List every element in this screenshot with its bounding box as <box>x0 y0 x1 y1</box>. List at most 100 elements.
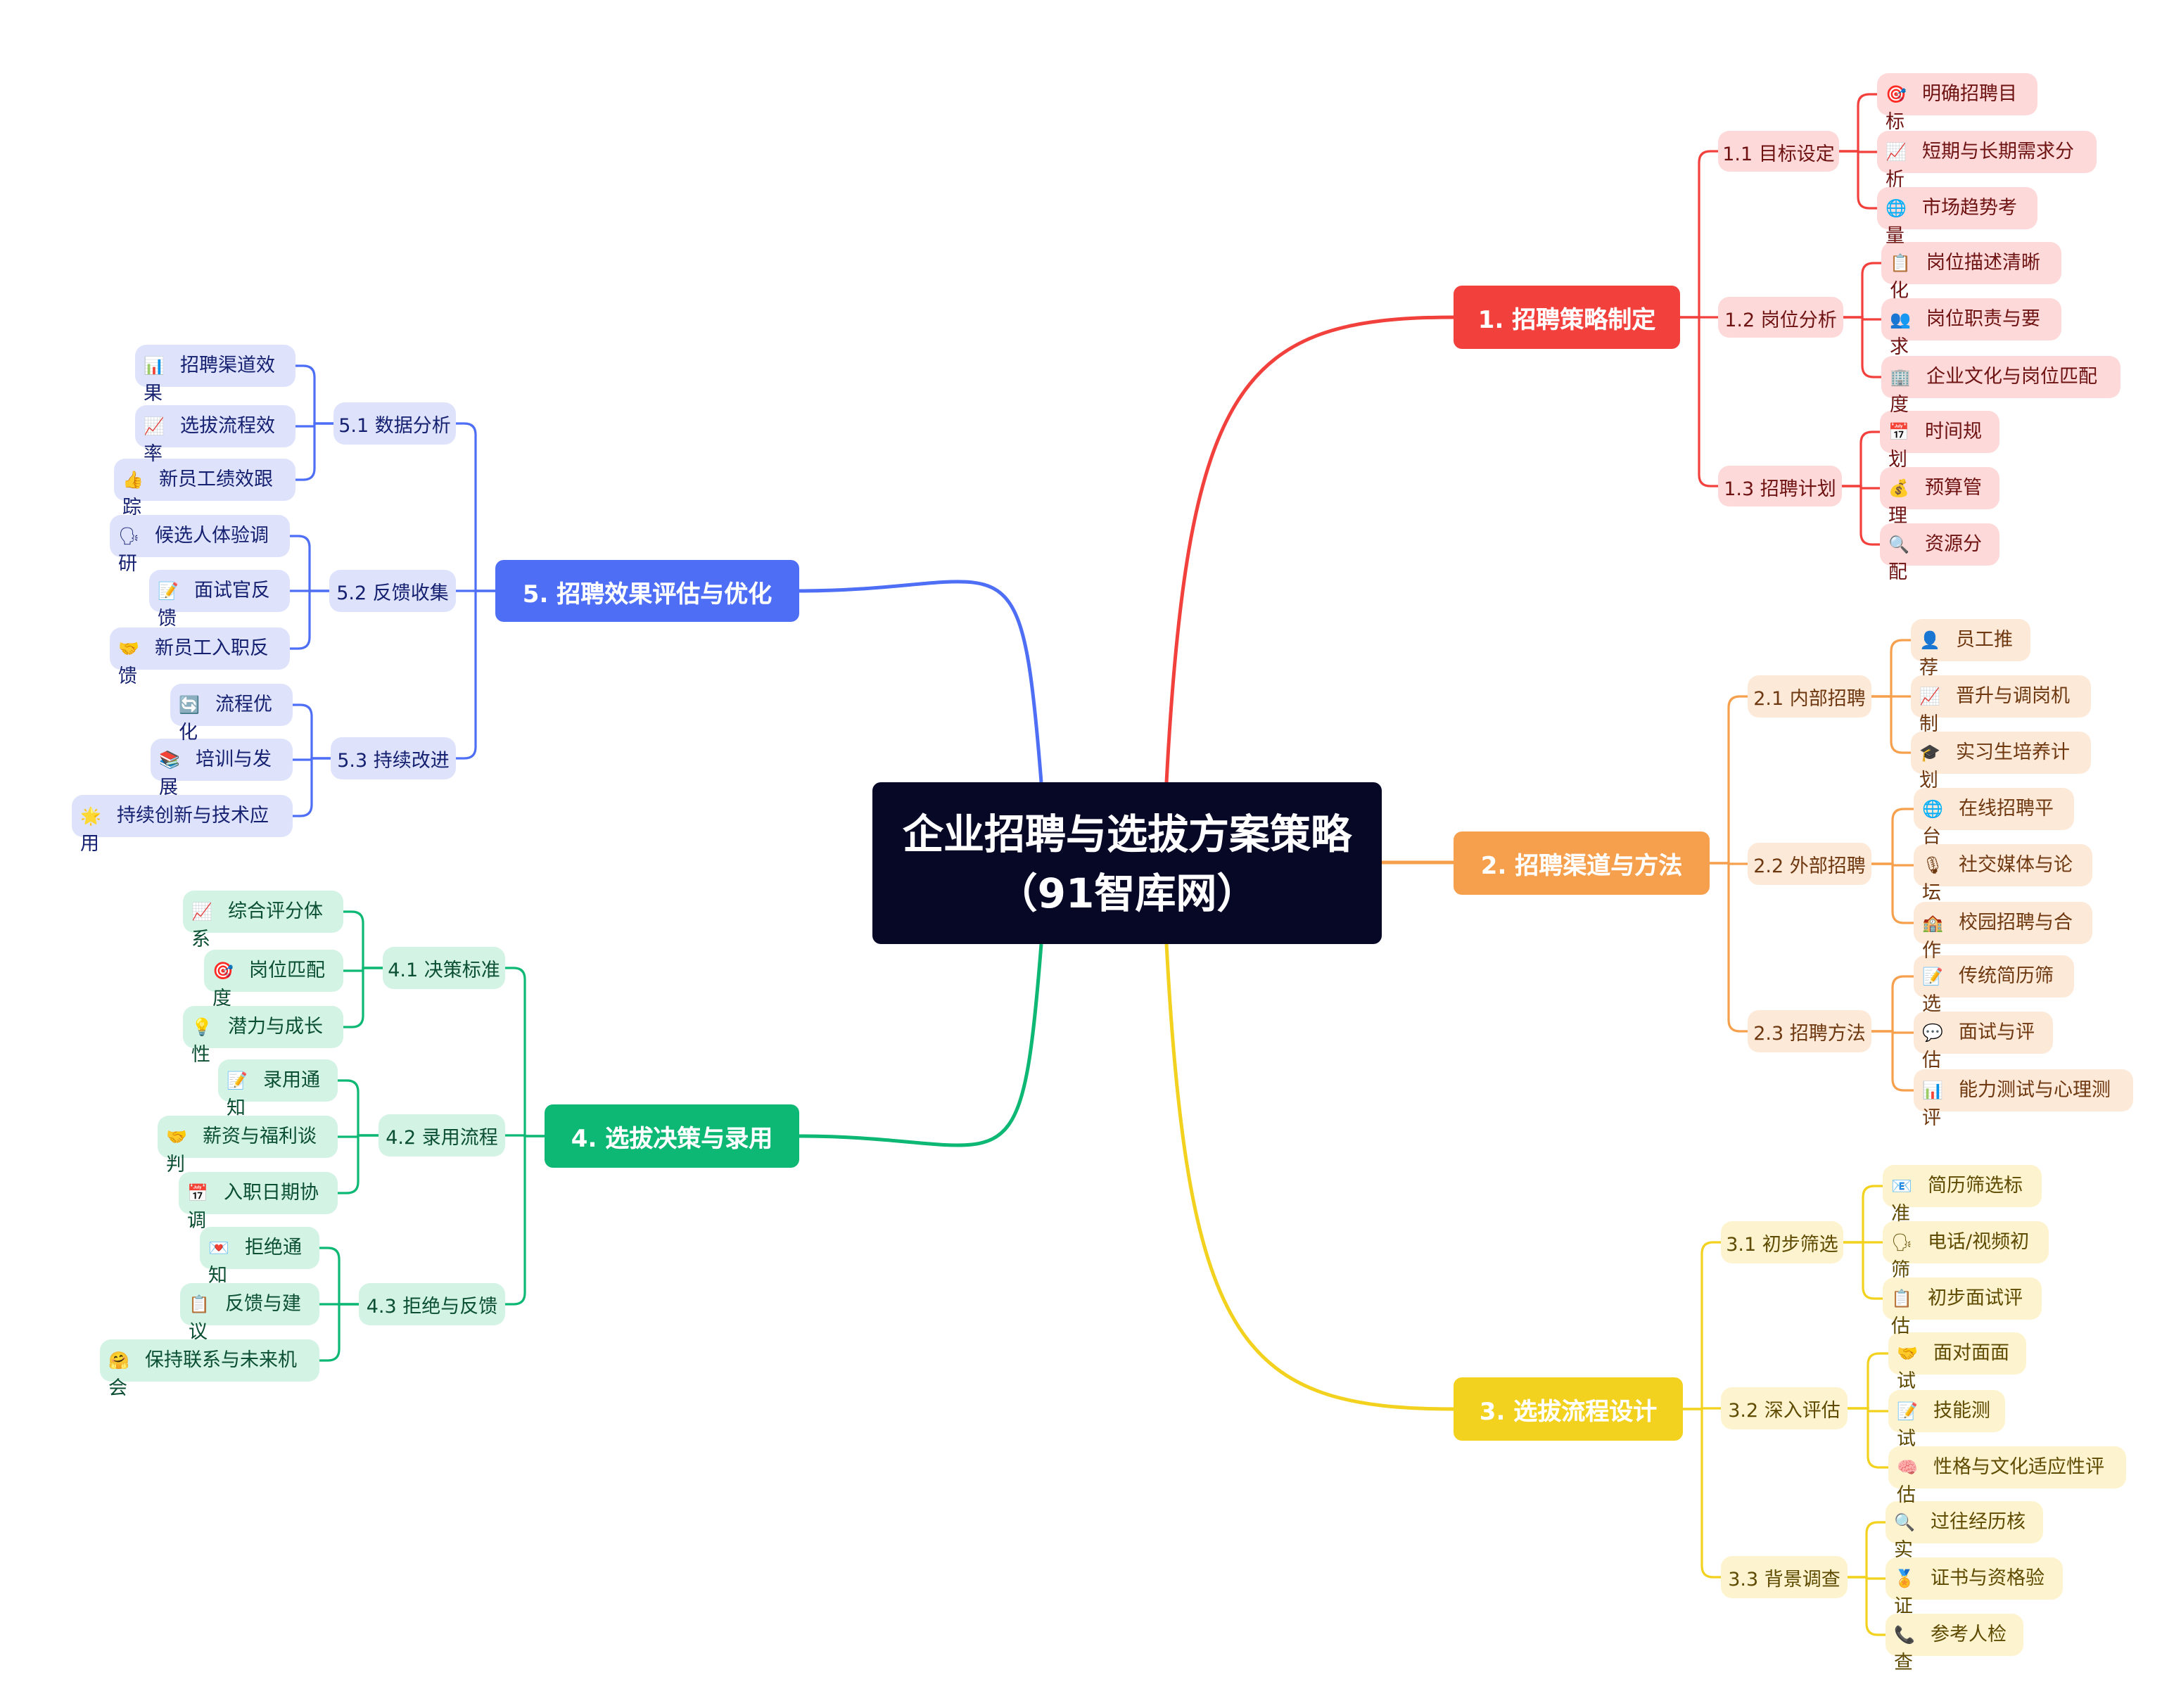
branch-connector <box>1680 316 1718 487</box>
topic-emoji-icon: 📧 <box>1891 1176 1912 1196</box>
leaf-topic[interactable]: 📈短期与长期需求分析 <box>1877 131 2097 191</box>
leaf-topic[interactable]: 🎯明确招聘目标 <box>1877 73 2037 134</box>
leaf-topic[interactable]: 📝技能测试 <box>1888 1390 2005 1451</box>
central-topic[interactable]: 企业招聘与选拔方案策略（91智库网） <box>872 782 1382 944</box>
topic-emoji-icon: 📊 <box>144 356 165 376</box>
subtopic[interactable]: 1.2 岗位分析 <box>1718 297 1843 338</box>
topic-emoji-icon: 📋 <box>1891 1289 1912 1308</box>
leaf-topic[interactable]: 👥岗位职责与要求 <box>1881 298 2061 359</box>
leaf-topic[interactable]: 📅时间规划 <box>1880 411 1999 471</box>
leaf-topic[interactable]: 🔍资源分配 <box>1880 523 1999 584</box>
leaf-topic[interactable]: 🌐在线招聘平台 <box>1914 788 2074 848</box>
leaf-connector <box>1871 1030 1914 1092</box>
leaf-topic[interactable]: 🤝薪资与福利谈判 <box>158 1116 338 1176</box>
subtopic[interactable]: 1.1 目标设定 <box>1718 131 1839 172</box>
leaf-topic[interactable]: 📋反馈与建议 <box>180 1283 319 1344</box>
subtopic[interactable]: 3.2 深入评估 <box>1721 1387 1848 1429</box>
leaf-topic[interactable]: 📈综合评分体系 <box>183 891 343 951</box>
leaf-topic[interactable]: 🏫校园招聘与合作 <box>1914 902 2092 962</box>
leaf-topic[interactable]: 📝面试官反馈 <box>149 570 290 630</box>
branch-connector <box>1683 1408 1721 1579</box>
leaf-topic[interactable]: 🗣候选人体验调研 <box>110 515 290 575</box>
leaf-label: 能力测试与心理测评 <box>1922 1079 2111 1130</box>
leaf-topic[interactable]: 📊招聘渠道效果 <box>135 345 295 405</box>
leaf-label: 明确招聘目标 <box>1886 83 2017 134</box>
leaf-topic[interactable]: 📞参考人检查 <box>1886 1614 2023 1674</box>
leaf-topic[interactable]: 🧠性格与文化适应性评估 <box>1888 1446 2126 1507</box>
subtopic[interactable]: 5.1 数据分析 <box>333 402 456 445</box>
topic-emoji-icon: 🔍 <box>1894 1512 1915 1532</box>
leaf-topic[interactable]: 👍新员工绩效跟踪 <box>114 459 295 519</box>
leaf-connector <box>1843 316 1881 378</box>
leaf-topic[interactable]: 🎯岗位匹配度 <box>204 950 343 1010</box>
branch-topic[interactable]: 1. 招聘策略制定 <box>1454 286 1680 349</box>
leaf-label: 在线招聘平台 <box>1922 798 2054 848</box>
subtopic[interactable]: 4.2 录用流程 <box>379 1114 505 1156</box>
topic-emoji-icon: 🤝 <box>1897 1344 1918 1363</box>
subtopic[interactable]: 2.2 外部招聘 <box>1748 843 1871 885</box>
subtopic[interactable]: 1.3 招聘计划 <box>1718 466 1842 506</box>
leaf-connector <box>295 422 333 481</box>
subtopic[interactable]: 4.3 拒绝与反馈 <box>359 1283 505 1325</box>
leaf-topic[interactable]: 🔄流程优化 <box>170 684 293 744</box>
leaf-label: 简历筛选标准 <box>1891 1175 2023 1225</box>
leaf-topic[interactable]: 🏢企业文化与岗位匹配度 <box>1881 356 2120 416</box>
leaf-topic[interactable]: 🗣电话/视频初筛 <box>1883 1221 2049 1282</box>
leaf-label: 电话/视频初筛 <box>1891 1231 2030 1282</box>
leaf-connector <box>1871 862 1914 924</box>
leaf-topic[interactable]: 🏅证书与资格验证 <box>1886 1557 2063 1618</box>
leaf-topic[interactable]: 📝传统简历筛选 <box>1914 955 2074 1016</box>
leaf-topic[interactable]: 🌟持续创新与技术应用 <box>72 795 293 855</box>
subtopic[interactable]: 3.3 背景调查 <box>1721 1556 1848 1598</box>
leaf-topic[interactable]: 📚培训与发展 <box>151 739 293 799</box>
subtopic[interactable]: 2.1 内部招聘 <box>1748 675 1871 718</box>
branch-topic[interactable]: 5. 招聘效果评估与优化 <box>495 560 799 622</box>
topic-emoji-icon: 🎯 <box>212 961 234 981</box>
subtopic[interactable]: 5.2 反馈收集 <box>329 570 456 612</box>
branch-topic[interactable]: 3. 选拔流程设计 <box>1454 1377 1683 1441</box>
leaf-topic[interactable]: 🔍过往经历核实 <box>1886 1501 2043 1562</box>
leaf-topic[interactable]: 💬面试与评估 <box>1914 1012 2053 1072</box>
subtopic[interactable]: 3.1 初步筛选 <box>1721 1221 1843 1263</box>
leaf-label: 技能测试 <box>1897 1400 1990 1451</box>
leaf-topic[interactable]: 📝录用通知 <box>218 1059 338 1120</box>
leaf-topic[interactable]: 📈晋升与调岗机制 <box>1911 675 2091 736</box>
leaf-topic[interactable]: 🤗保持联系与未来机会 <box>100 1339 319 1400</box>
leaf-connector <box>295 364 333 425</box>
leaf-label: 企业文化与岗位匹配度 <box>1890 366 2097 416</box>
leaf-topic[interactable]: 🌐市场趋势考量 <box>1877 187 2037 248</box>
topic-emoji-icon: 📊 <box>1922 1081 1943 1100</box>
leaf-connector <box>1848 1352 1888 1410</box>
leaf-label: 候选人体验调研 <box>118 525 269 575</box>
leaf-label: 岗位职责与要求 <box>1890 308 2040 359</box>
leaf-connector <box>1848 1521 1886 1579</box>
branch-topic[interactable]: 2. 招聘渠道与方法 <box>1454 831 1710 895</box>
leaf-topic[interactable]: 🎓实习生培养计划 <box>1911 732 2091 792</box>
topic-emoji-icon: 👥 <box>1890 310 1911 329</box>
topic-emoji-icon: 📋 <box>189 1294 210 1314</box>
subtopic[interactable]: 2.3 招聘方法 <box>1748 1010 1871 1052</box>
topic-emoji-icon: 🤝 <box>166 1127 187 1147</box>
subtopic[interactable]: 5.3 持续改进 <box>331 737 456 779</box>
leaf-topic[interactable]: 🎙社交媒体与论坛 <box>1914 844 2092 905</box>
leaf-topic[interactable]: 📧简历筛选标准 <box>1883 1165 2042 1225</box>
subtopic[interactable]: 4.1 决策标准 <box>383 947 505 989</box>
leaf-label: 资源分配 <box>1888 533 1982 584</box>
leaf-label: 入职日期协调 <box>187 1182 319 1232</box>
leaf-topic[interactable]: 💡潜力与成长性 <box>183 1006 343 1066</box>
branch-connector <box>456 589 495 760</box>
leaf-topic[interactable]: 👤员工推荐 <box>1911 619 2030 680</box>
leaf-topic[interactable]: 🤝新员工入职反馈 <box>110 627 290 688</box>
leaf-topic[interactable]: 📅入职日期协调 <box>179 1172 338 1232</box>
leaf-topic[interactable]: 💌拒绝通知 <box>200 1227 319 1287</box>
leaf-topic[interactable]: 🤝面对面面试 <box>1888 1332 2026 1393</box>
leaf-topic[interactable]: 💰预算管理 <box>1880 467 1999 528</box>
leaf-topic[interactable]: 📋岗位描述清晰化 <box>1881 242 2061 302</box>
topic-emoji-icon: 📈 <box>144 416 165 436</box>
branch-topic[interactable]: 4. 选拔决策与录用 <box>545 1104 799 1168</box>
topic-emoji-icon: 🏢 <box>1890 367 1911 387</box>
leaf-label: 传统简历筛选 <box>1922 965 2054 1016</box>
leaf-topic[interactable]: 📋初步面试评估 <box>1883 1277 2042 1338</box>
leaf-topic[interactable]: 📊能力测试与心理测评 <box>1914 1069 2133 1130</box>
leaf-topic[interactable]: 📈选拔流程效率 <box>135 405 295 466</box>
